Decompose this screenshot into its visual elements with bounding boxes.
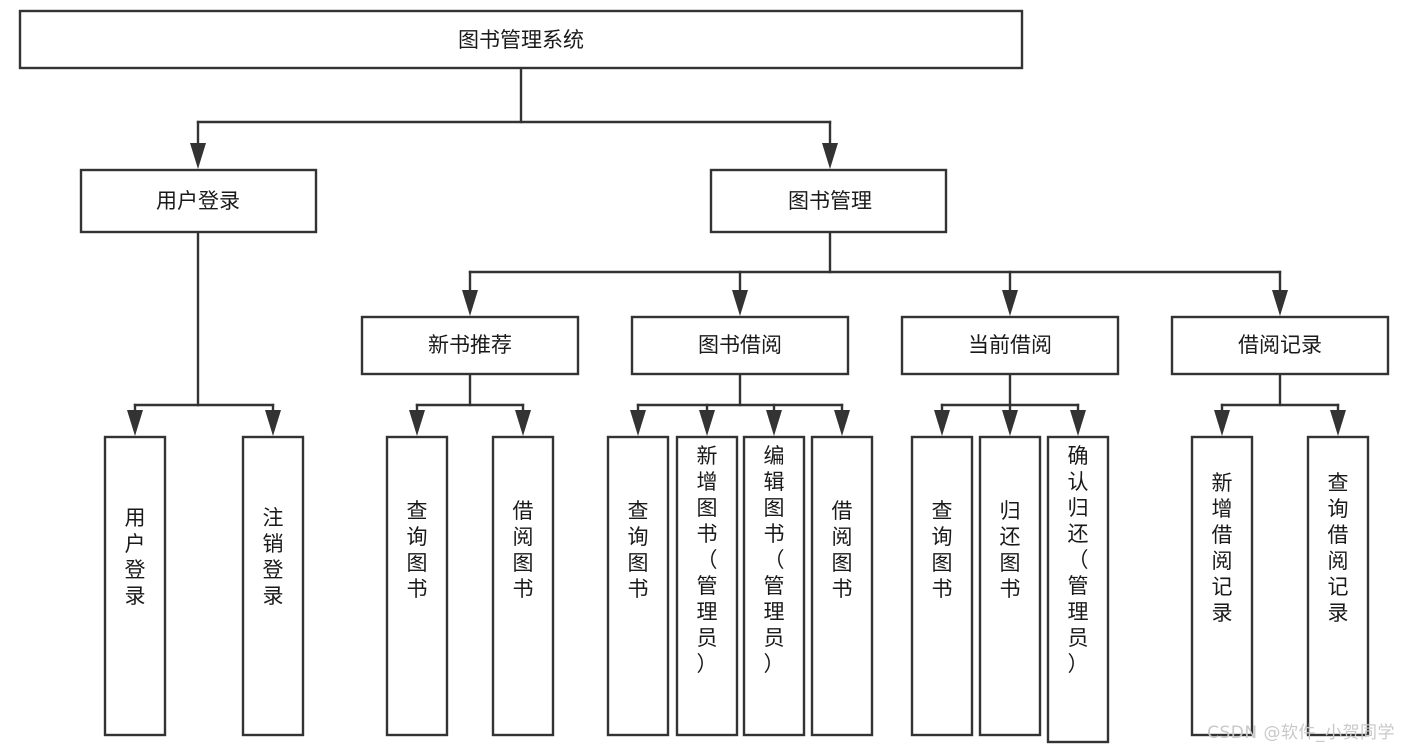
connector-group-user-login bbox=[127, 230, 281, 436]
leaf-query-book-3-label: 查询图书 bbox=[932, 499, 953, 601]
node-new-book-recommend-box[interactable] bbox=[360, 315, 580, 376]
node-root[interactable]: 图书管理系统 bbox=[18, 9, 1024, 70]
node-book-management-label: 图书管理 bbox=[788, 189, 872, 213]
arrow-root-to-user-login bbox=[190, 143, 206, 169]
connector-group-borrow-record bbox=[1214, 372, 1346, 436]
arrow-bm-to-new-book-recommend bbox=[462, 290, 478, 316]
arrow-bm-to-borrow-record bbox=[1272, 290, 1288, 316]
leaf-query-record[interactable]: 查询借阅记录 bbox=[1306, 435, 1370, 737]
arrow-cb-to-leaf-return-book bbox=[1002, 410, 1018, 436]
leaf-query-book-2-box[interactable] bbox=[606, 435, 670, 737]
leaf-query-book-1-box[interactable] bbox=[385, 435, 449, 737]
arrow-nbr-to-leaf-query-book bbox=[409, 410, 425, 436]
node-book-borrow-box[interactable] bbox=[630, 315, 850, 376]
connector-group-book-management bbox=[462, 230, 1288, 316]
node-current-borrow-box[interactable] bbox=[900, 315, 1120, 376]
node-book-borrow-label: 图书借阅 bbox=[698, 333, 782, 357]
leaf-return-book-box[interactable] bbox=[978, 435, 1042, 737]
node-book-borrow[interactable]: 图书借阅 bbox=[630, 315, 850, 376]
leaf-query-record-label: 查询借阅记录 bbox=[1328, 471, 1349, 625]
arrow-bm-to-book-borrow bbox=[732, 290, 748, 316]
leaf-borrow-book-2-box[interactable] bbox=[810, 435, 874, 737]
node-borrow-record-box[interactable] bbox=[1170, 315, 1390, 376]
leaf-query-book-3[interactable]: 查询图书 bbox=[910, 435, 974, 737]
arrow-ul-to-leaf-logout-login bbox=[265, 410, 281, 436]
node-borrow-record[interactable]: 借阅记录 bbox=[1170, 315, 1390, 376]
node-book-management-box[interactable] bbox=[709, 168, 948, 234]
leaf-edit-book[interactable]: 编辑图书（管理员） bbox=[742, 435, 806, 737]
leaf-add-book-label: 新增图书（管理员） bbox=[697, 444, 718, 676]
leaf-borrow-book-2[interactable]: 借阅图书 bbox=[810, 435, 874, 737]
node-book-management[interactable]: 图书管理 bbox=[709, 168, 948, 234]
leaf-return-book[interactable]: 归还图书 bbox=[978, 435, 1042, 737]
node-user-login-label: 用户登录 bbox=[156, 189, 240, 213]
leaf-query-book-1[interactable]: 查询图书 bbox=[385, 435, 449, 737]
connector-group-root bbox=[190, 66, 838, 169]
leaf-borrow-book-1-label: 借阅图书 bbox=[513, 499, 534, 601]
leaf-add-book[interactable]: 新增图书（管理员） bbox=[675, 435, 739, 737]
leaf-query-book-3-box[interactable] bbox=[910, 435, 974, 737]
arrow-bb-to-leaf-add-book bbox=[699, 410, 715, 436]
arrow-br-to-leaf-add-record bbox=[1214, 410, 1230, 436]
node-root-label: 图书管理系统 bbox=[458, 28, 584, 52]
leaf-logout-login-box[interactable] bbox=[241, 435, 305, 737]
arrow-cb-to-leaf-query-book bbox=[934, 410, 950, 436]
leaf-user-login-box[interactable] bbox=[103, 435, 167, 737]
node-root-box[interactable] bbox=[18, 9, 1024, 70]
leaf-user-login[interactable]: 用户登录 bbox=[103, 435, 167, 737]
leaf-add-record-label: 新增借阅记录 bbox=[1212, 471, 1233, 625]
leaf-user-login-label: 用户登录 bbox=[125, 506, 146, 608]
arrow-cb-to-leaf-confirm-return bbox=[1070, 410, 1086, 436]
node-borrow-record-label: 借阅记录 bbox=[1238, 333, 1322, 357]
leaf-add-record[interactable]: 新增借阅记录 bbox=[1190, 435, 1254, 737]
arrow-bb-to-leaf-query-book bbox=[630, 410, 646, 436]
arrow-nbr-to-leaf-borrow-book bbox=[515, 410, 531, 436]
node-new-book-recommend[interactable]: 新书推荐 bbox=[360, 315, 580, 376]
csdn-watermark: CSDN @软件_小贺同学 bbox=[1207, 723, 1395, 743]
node-current-borrow-label: 当前借阅 bbox=[968, 333, 1052, 357]
connector-group-current-borrow bbox=[934, 372, 1086, 436]
connector-group-new-book-recommend bbox=[409, 372, 531, 436]
leaf-edit-book-label: 编辑图书（管理员） bbox=[764, 444, 785, 676]
leaf-return-book-label: 归还图书 bbox=[1000, 499, 1021, 601]
leaf-confirm-return-box[interactable] bbox=[1046, 435, 1110, 744]
leaf-query-record-box[interactable] bbox=[1306, 435, 1370, 737]
leaf-confirm-return[interactable]: 确认归还（管理员） bbox=[1046, 435, 1110, 744]
arrow-bb-to-leaf-borrow-book bbox=[834, 410, 850, 436]
connector-group-book-borrow bbox=[630, 372, 850, 436]
node-user-login-box[interactable] bbox=[79, 168, 318, 234]
leaf-borrow-book-1[interactable]: 借阅图书 bbox=[491, 435, 555, 737]
arrow-bm-to-current-borrow bbox=[1002, 290, 1018, 316]
arrow-bb-to-leaf-edit-book bbox=[766, 410, 782, 436]
leaf-edit-book-box[interactable] bbox=[742, 435, 806, 737]
leaf-confirm-return-label: 确认归还（管理员） bbox=[1068, 444, 1089, 676]
leaf-query-book-1-label: 查询图书 bbox=[407, 499, 428, 601]
node-current-borrow[interactable]: 当前借阅 bbox=[900, 315, 1120, 376]
leaf-logout-login-label: 注销登录 bbox=[263, 506, 284, 608]
leaf-add-record-box[interactable] bbox=[1190, 435, 1254, 737]
leaf-logout-login[interactable]: 注销登录 bbox=[241, 435, 305, 737]
leaf-query-book-2-label: 查询图书 bbox=[628, 499, 649, 601]
arrow-root-to-book-management bbox=[822, 143, 838, 169]
arrow-br-to-leaf-query-record bbox=[1330, 410, 1346, 436]
node-new-book-recommend-label: 新书推荐 bbox=[428, 333, 512, 357]
arrow-ul-to-leaf-user-login bbox=[127, 410, 143, 436]
leaf-borrow-book-2-label: 借阅图书 bbox=[832, 499, 853, 601]
leaf-add-book-box[interactable] bbox=[675, 435, 739, 737]
leaf-query-book-2[interactable]: 查询图书 bbox=[606, 435, 670, 737]
leaf-borrow-book-1-box[interactable] bbox=[491, 435, 555, 737]
node-user-login[interactable]: 用户登录 bbox=[79, 168, 318, 234]
